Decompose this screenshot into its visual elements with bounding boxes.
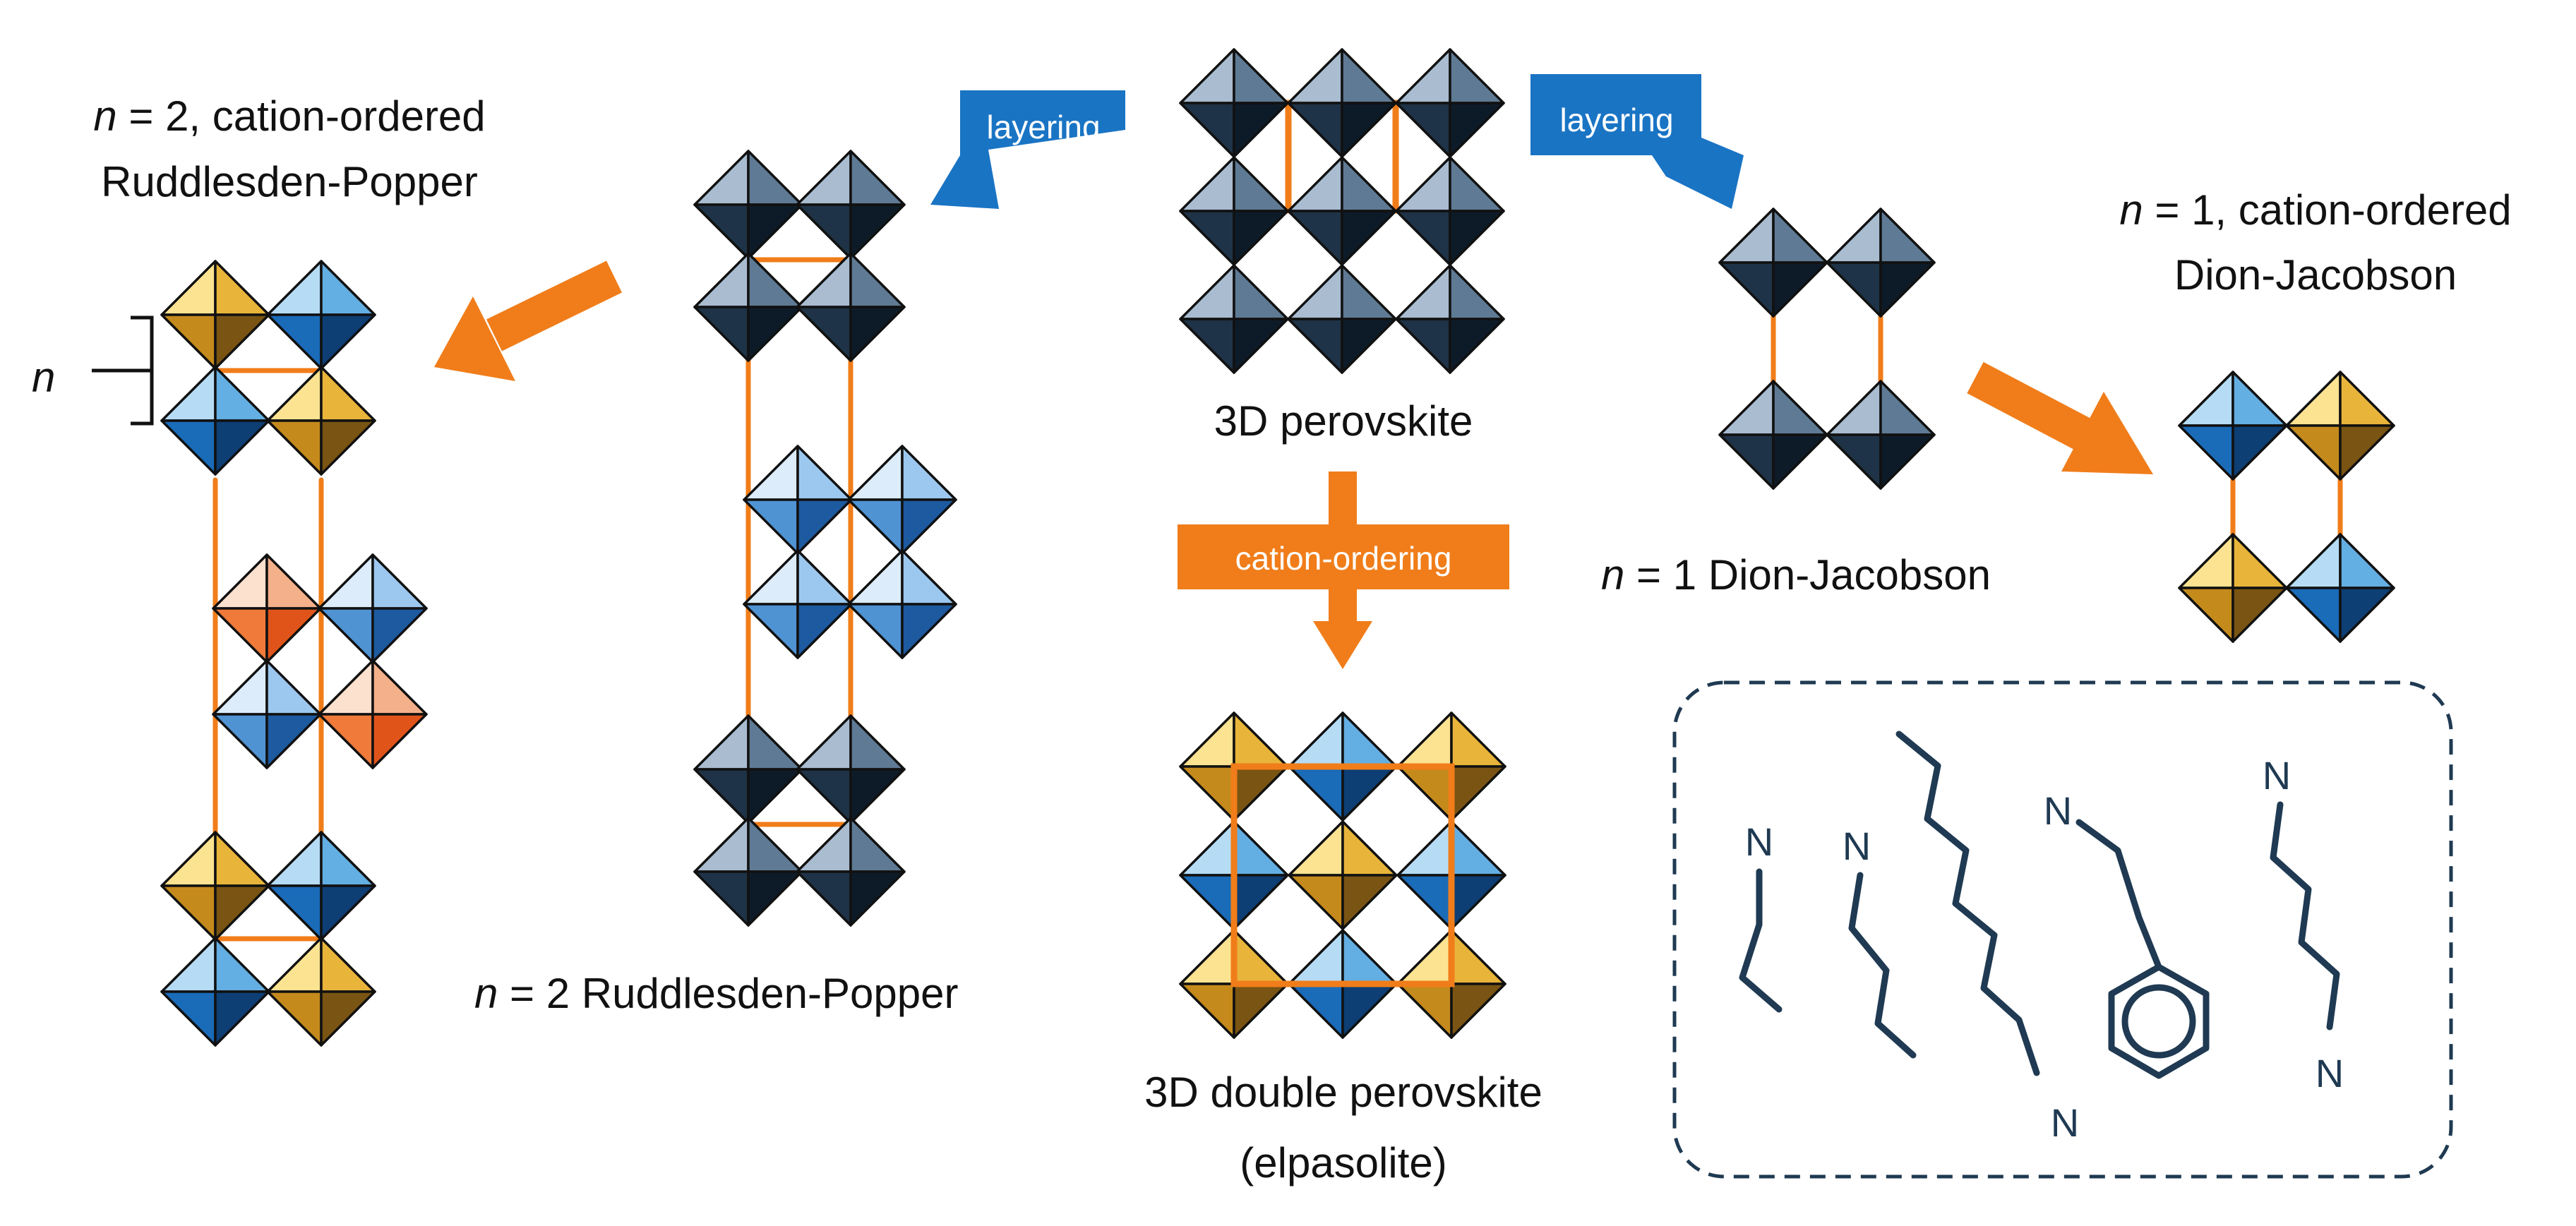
label-dj-n1: n = 1 Dion-Jacobson xyxy=(1601,551,1991,599)
n-symbol: n xyxy=(1601,551,1624,599)
octahedron xyxy=(160,831,270,941)
layering-right-text: layering xyxy=(1559,102,1673,138)
label-3d-perovskite: 3D perovskite xyxy=(1214,397,1473,445)
n-symbol: n xyxy=(93,92,116,140)
n-bracket-label: n xyxy=(32,354,55,401)
octahedron xyxy=(160,366,270,476)
n-atom: N xyxy=(2044,788,2072,833)
octahedron xyxy=(1718,380,1828,490)
octahedron xyxy=(1287,48,1397,158)
octahedron xyxy=(1396,711,1506,822)
arrow-cation-ordering xyxy=(1313,471,1372,669)
octahedron xyxy=(1395,48,1505,158)
octahedron xyxy=(212,553,322,663)
label-double-perovskite-2: (elpasolite) xyxy=(1240,1139,1446,1186)
octahedron xyxy=(1179,48,1289,158)
octahedron xyxy=(1179,820,1289,930)
octahedron xyxy=(1287,156,1397,266)
spacer-molecules: N N N N N N xyxy=(1739,731,2344,1145)
layering-left-text: layering xyxy=(986,109,1100,145)
n-symbol: n xyxy=(474,970,498,1017)
octahedron xyxy=(2178,371,2288,481)
layering-tag-right: layering xyxy=(1530,74,1744,209)
cation-ordering-text: cation-ordering xyxy=(1235,540,1452,577)
molecule-octyldiammonium: N xyxy=(1895,731,2079,1145)
label-double-perovskite-1: 3D double perovskite xyxy=(1144,1069,1542,1116)
octahedron xyxy=(743,445,853,555)
octahedron xyxy=(1288,711,1398,822)
spacer-box xyxy=(1672,680,2453,1179)
octahedron xyxy=(1288,820,1398,930)
n-bracket: n xyxy=(32,315,154,426)
octahedron xyxy=(693,714,803,824)
molecule-phenethylammonium: N xyxy=(2044,788,2210,1079)
octahedron xyxy=(1826,380,1936,490)
label-dj-ordered-2: Dion-Jacobson xyxy=(2174,251,2457,299)
label-dj-ordered-1: n = 1, cation-ordered xyxy=(2119,186,2511,234)
octahedron xyxy=(693,252,803,362)
octahedron xyxy=(160,260,270,370)
arrow-to-rp-ordered xyxy=(434,260,622,381)
octahedron xyxy=(318,553,428,663)
octahedron xyxy=(318,659,428,769)
octahedron xyxy=(693,817,803,927)
octahedron xyxy=(743,549,853,659)
unit-cell-lines xyxy=(212,100,2343,942)
octahedron xyxy=(160,937,270,1047)
molecule-butyldiammonium: N N xyxy=(2263,753,2344,1095)
label-rp-ordered-1: n = 2, cation-ordered xyxy=(93,92,485,140)
octahedron xyxy=(2285,533,2395,643)
octahedron xyxy=(266,937,376,1047)
octahedron xyxy=(847,549,957,659)
double-perovskite-unit-cell xyxy=(1230,763,1455,987)
octahedron xyxy=(1287,264,1397,374)
n-symbol: n xyxy=(2119,186,2143,234)
molecule-butylammonium: N xyxy=(1843,824,1917,1059)
octahedron xyxy=(266,366,376,476)
octahedron xyxy=(796,150,906,260)
octahedron xyxy=(693,150,803,260)
n-atom: N xyxy=(2263,753,2291,798)
octahedron xyxy=(266,831,376,941)
n-atom: N xyxy=(2316,1051,2344,1095)
octahedron xyxy=(266,260,376,370)
label-rp-n2: n = 2 Ruddlesden-Popper xyxy=(474,970,959,1017)
n-atom: N xyxy=(1843,824,1871,868)
molecule-propylammonium: N xyxy=(1739,819,1783,1013)
octahedron xyxy=(796,252,906,362)
n-atom: N xyxy=(2051,1100,2079,1145)
octahedron xyxy=(847,445,957,555)
octahedron xyxy=(1395,156,1505,266)
octahedron xyxy=(1179,156,1289,266)
octahedron xyxy=(1718,208,1828,318)
octahedron xyxy=(1396,820,1506,930)
octahedron xyxy=(796,714,906,824)
label-rp-ordered-2: Ruddlesden-Popper xyxy=(101,158,478,205)
octahedron xyxy=(212,659,322,769)
cation-ordering-tag: cation-ordering xyxy=(1178,524,1509,589)
octahedron xyxy=(1179,264,1289,374)
octahedron xyxy=(796,817,906,927)
octahedron xyxy=(2285,371,2395,481)
octahedron xyxy=(1395,264,1505,374)
layering-tag-left: layering xyxy=(930,90,1125,209)
arrow-to-dj-ordered xyxy=(1967,361,2153,474)
octahedron xyxy=(1826,208,1936,318)
octahedron xyxy=(2178,533,2288,643)
octahedron xyxy=(1396,929,1506,1039)
n-atom: N xyxy=(1745,819,1773,864)
